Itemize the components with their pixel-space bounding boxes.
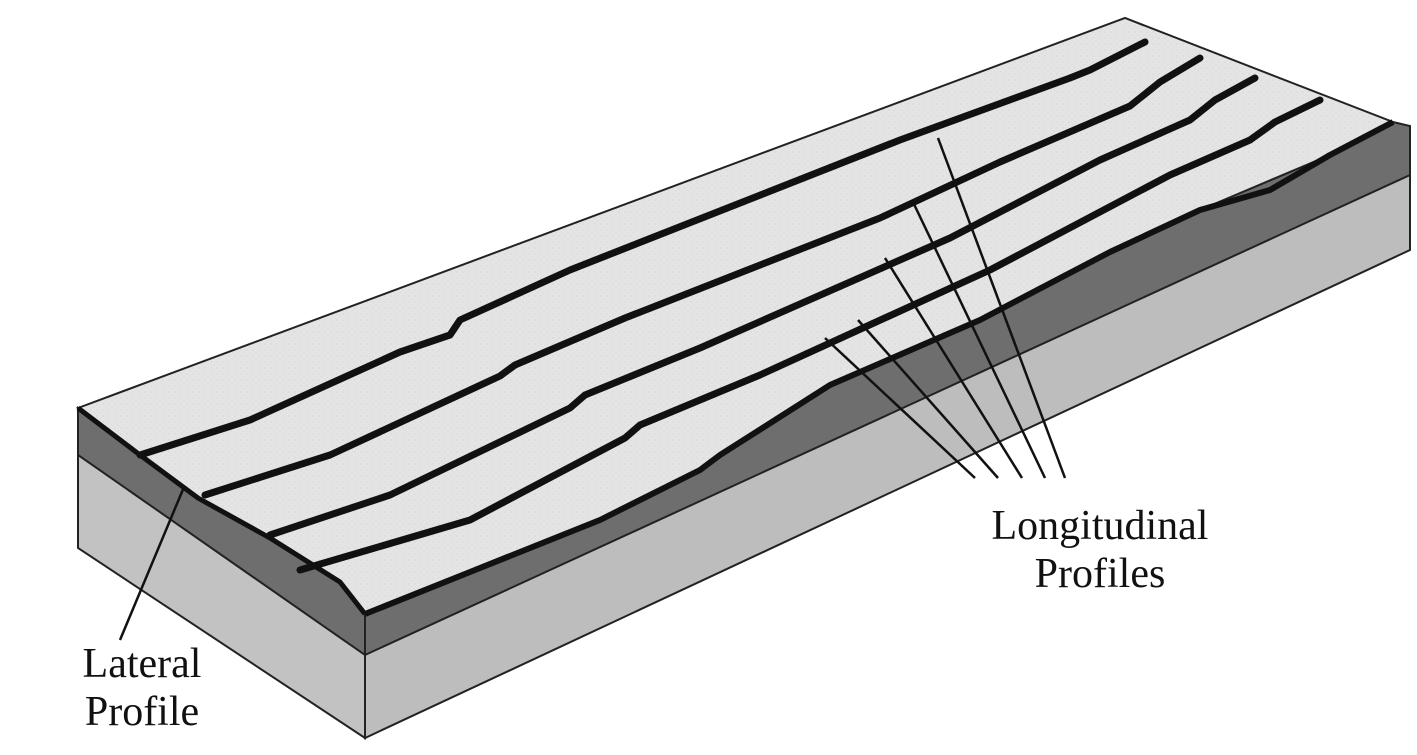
- leader-line: [910, 199, 1047, 479]
- lateral-label-line-2: Profile: [84, 689, 200, 735]
- longitudinal-profile-line: [266, 74, 1259, 539]
- leader-line: [936, 137, 1067, 479]
- longitudinal-profile-line: [201, 54, 1204, 499]
- leader-line: [883, 257, 1024, 479]
- longitudinal-profiles-label: Longitudinal Profiles: [955, 502, 1245, 598]
- longitudinal-profiles: [136, 38, 1324, 574]
- lateral-label-line-1: Lateral: [82, 641, 202, 687]
- lateral-profile-label: Lateral Profile: [52, 640, 232, 736]
- longitudinal-leader-lines: [824, 137, 1067, 479]
- longitudinal-profile-line: [136, 38, 1149, 459]
- leader-line: [857, 319, 999, 479]
- leader-line: [824, 337, 976, 479]
- longitudinal-label-line-1: Longitudinal: [991, 503, 1209, 549]
- right-edge-profile: [363, 119, 1395, 617]
- longitudinal-profile-line: [296, 96, 1324, 574]
- longitudinal-label-line-2: Profiles: [1034, 551, 1166, 597]
- front-edge-profile: [76, 406, 367, 616]
- lateral-leader-line: [118, 486, 186, 641]
